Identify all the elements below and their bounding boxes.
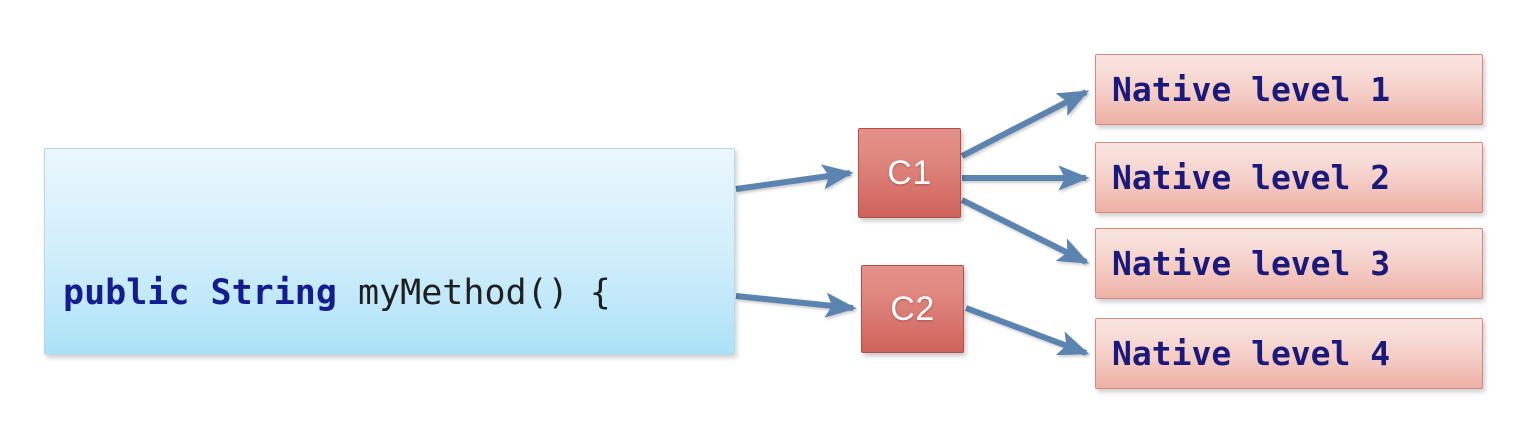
connector-c1-to-native-1	[960, 89, 1090, 159]
native-level-2-label: Native level 2	[1112, 158, 1391, 197]
code-line-1: public String myMethod() {	[63, 267, 728, 319]
native-level-1-label: Native level 1	[1112, 70, 1391, 109]
connector-source-to-c1	[735, 164, 854, 192]
native-level-1-box[interactable]: Native level 1	[1095, 54, 1483, 125]
native-level-4-label: Native level 4	[1112, 334, 1391, 373]
connector-c2-to-native-4	[964, 305, 1090, 356]
java-method-source-block[interactable]: public String myMethod() { ... }	[44, 148, 735, 355]
compiled-box-c2[interactable]: C2	[861, 265, 964, 353]
native-level-4-box[interactable]: Native level 4	[1095, 318, 1483, 389]
code-identifier-method-signature: myMethod() {	[358, 273, 611, 313]
native-level-3-label: Native level 3	[1112, 244, 1391, 283]
java-method-source-text: public String myMethod() { ... }	[63, 163, 728, 424]
native-level-2-box[interactable]: Native level 2	[1095, 142, 1483, 213]
compiled-box-c1-label: C1	[887, 153, 932, 192]
code-keyword-public-string: public String	[63, 273, 359, 313]
compiled-box-c2-label: C2	[890, 289, 935, 328]
connector-source-to-c2	[735, 292, 857, 318]
native-level-3-box[interactable]: Native level 3	[1095, 228, 1483, 299]
compiled-box-c1[interactable]: C1	[858, 128, 961, 218]
connector-c1-to-native-3	[960, 197, 1090, 265]
